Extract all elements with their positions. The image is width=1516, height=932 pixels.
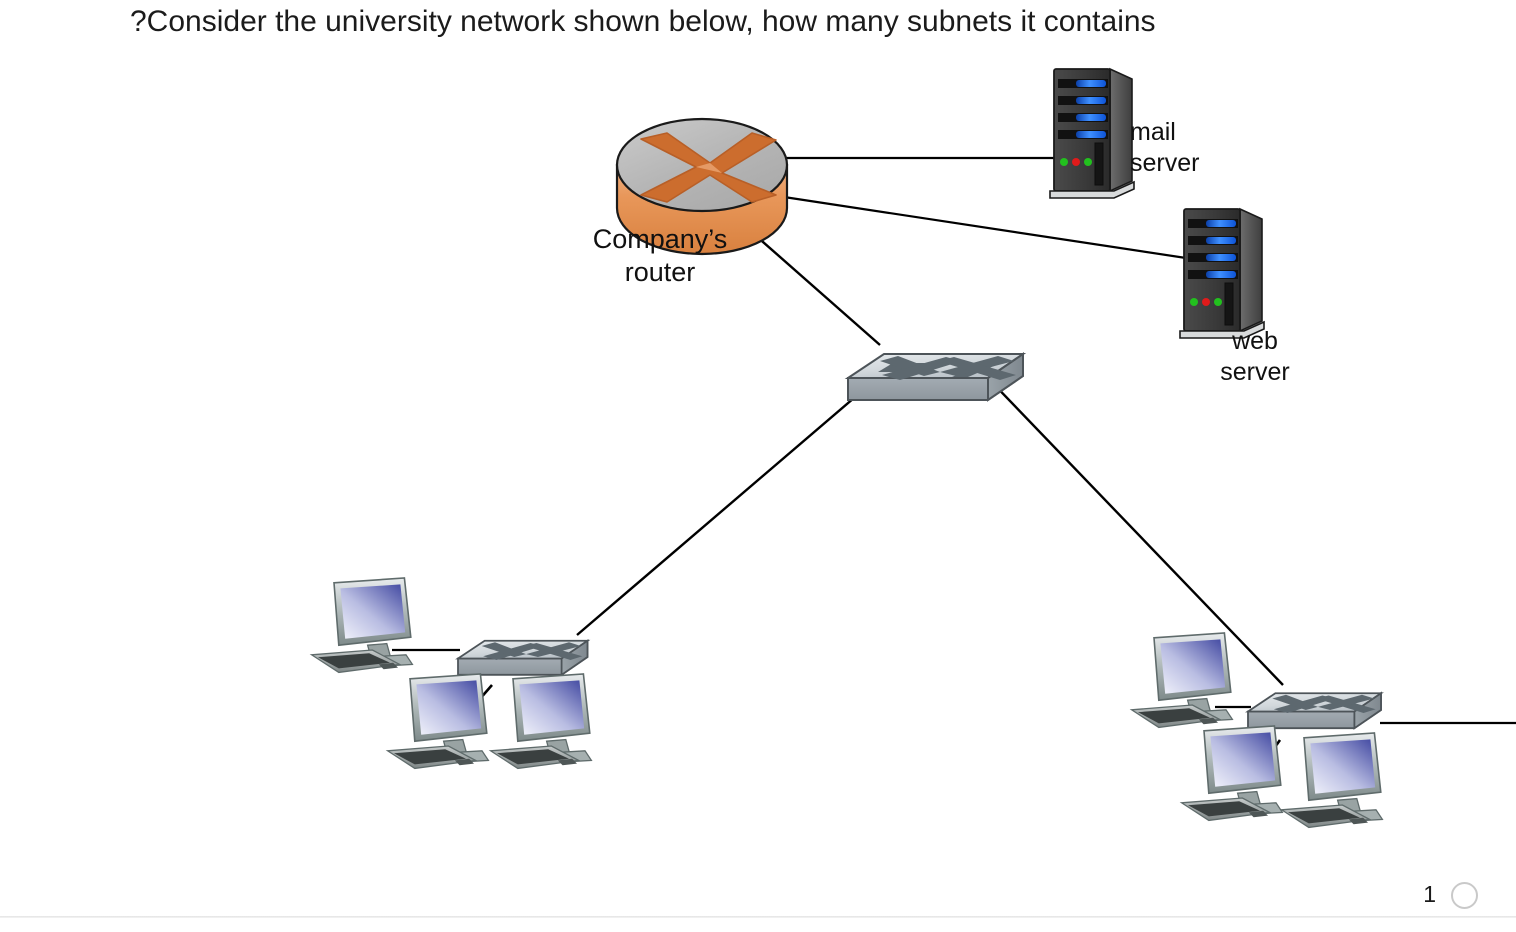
- desktop-computer-icon-left-1[interactable]: [309, 577, 414, 674]
- link-router-switch-core: [745, 226, 881, 346]
- topology-svg: [309, 67, 1516, 829]
- server-leds-web: [1190, 298, 1222, 306]
- desktop-computer-icon-right-2[interactable]: [1179, 725, 1284, 822]
- mail-server-label: mail server: [1130, 118, 1200, 177]
- link-switch-core-switch-left: [576, 373, 883, 636]
- desktop-computer-icon-right-1[interactable]: [1129, 632, 1234, 729]
- desktop-computer-icon-left-2[interactable]: [385, 673, 490, 770]
- bottom-divider: [0, 916, 1516, 918]
- computer-body: [488, 673, 593, 770]
- computer-body: [1179, 725, 1284, 822]
- link-router-web-server: [783, 195, 1187, 260]
- switch-x-arrows-core: [878, 356, 1016, 380]
- router-x-arrows: [640, 132, 777, 203]
- computer-body: [1279, 732, 1384, 829]
- switch-icon-left[interactable]: [455, 639, 591, 677]
- router-icon[interactable]: [615, 117, 789, 256]
- server-bays-mail: [1058, 79, 1108, 139]
- computer-body: [1129, 632, 1234, 729]
- switch-x-arrows-right: [1272, 694, 1376, 713]
- server-bays-web: [1188, 219, 1238, 279]
- switch-x-arrows-left: [481, 642, 583, 660]
- server-leds-mail: [1060, 158, 1092, 166]
- desktop-computer-icon-right-3[interactable]: [1279, 732, 1384, 829]
- server-tower-icon-web[interactable]: [1179, 207, 1265, 339]
- network-topology-diagram: Company’s router mail server web server: [0, 45, 1516, 865]
- server-tower-icon-mail[interactable]: [1049, 67, 1135, 199]
- switch-icon-core[interactable]: [844, 352, 1027, 402]
- page-title: ?Consider the university network shown b…: [130, 5, 1156, 38]
- link-switch-core-switch-right: [984, 374, 1284, 686]
- desktop-computer-icon-left-3[interactable]: [488, 673, 593, 770]
- computer-body: [309, 577, 414, 674]
- question-number: 1: [1423, 881, 1436, 907]
- web-server-label: web server: [1220, 327, 1290, 386]
- computer-body: [385, 673, 490, 770]
- router-label: Company’s router: [592, 224, 728, 287]
- switch-icon-right[interactable]: [1244, 691, 1384, 730]
- radio-button-icon[interactable]: [1451, 882, 1478, 909]
